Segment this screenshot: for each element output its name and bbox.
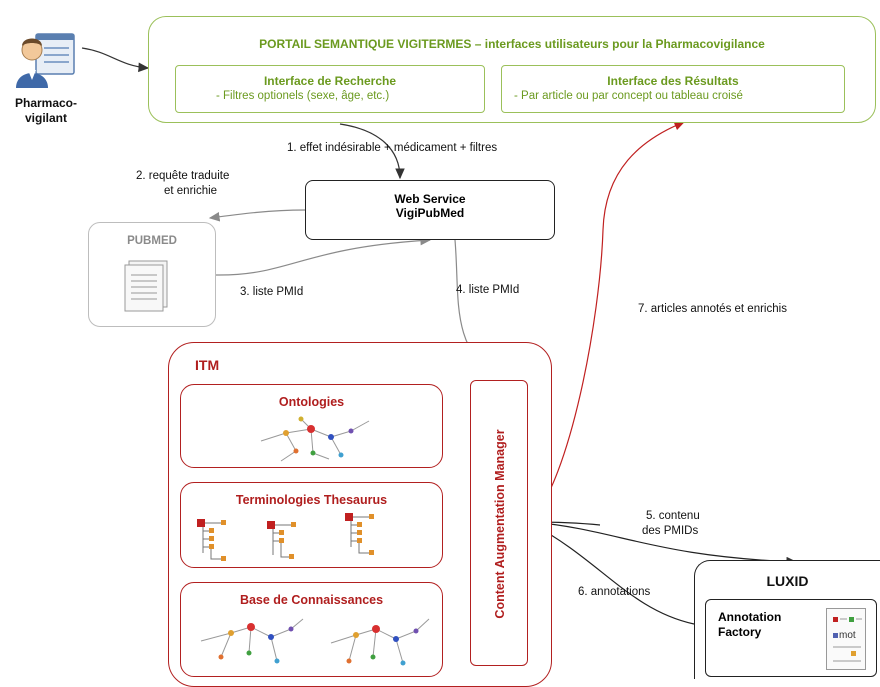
- mot-tag: mot: [839, 630, 856, 641]
- ontologies-title: Ontologies: [278, 395, 345, 409]
- annotation-factory-line2: Factory: [718, 625, 762, 639]
- webservice-line2: VigiPubMed: [395, 206, 465, 220]
- knowledge-base-box[interactable]: Base de Connaissances: [180, 582, 443, 677]
- search-interface-title: Interface de Recherche: [263, 74, 397, 88]
- search-interface-box[interactable]: Interface de Recherche - Filtres optione…: [175, 65, 485, 113]
- luxid-label: LUXID: [766, 573, 809, 589]
- step5-label-line1: 5. contenu: [646, 510, 700, 522]
- user-icon: [14, 28, 76, 90]
- step4-label: 4. liste PMId: [456, 284, 520, 296]
- results-interface-title: Interface des Résultats: [607, 74, 739, 88]
- knowledge-graph-icon: [200, 618, 430, 666]
- ontologies-box[interactable]: Ontologies: [180, 384, 443, 468]
- step3-arrow: [215, 235, 432, 276]
- results-interface-box[interactable]: Interface des Résultats - Par article ou…: [501, 65, 845, 113]
- webservice-box[interactable]: Web Service VigiPubMed: [305, 180, 555, 240]
- documents-icon: [124, 260, 168, 312]
- step2-label-line2: et enrichie: [164, 185, 218, 197]
- step2-label-line1: 2. requête traduite: [136, 170, 230, 182]
- step5-label-line2: des PMIDs: [642, 525, 699, 537]
- pubmed-label: PUBMED: [127, 235, 177, 247]
- cam-box[interactable]: Content Augmentation Manager: [470, 380, 528, 666]
- user-label: Pharmaco- vigilant: [14, 96, 78, 125]
- terminologies-box[interactable]: Terminologies Thesaurus: [180, 482, 443, 568]
- ontology-graph-icon: [260, 416, 370, 462]
- step5-arrow: [531, 521, 798, 567]
- annotation-factory-line1: Annotation: [718, 610, 782, 624]
- portal-title: PORTAIL SEMANTIQUE VIGITERMES – interfac…: [259, 37, 765, 51]
- terminologies-title: Terminologies Thesaurus: [235, 493, 388, 507]
- results-interface-sub: - Par article ou par concept ou tableau …: [514, 90, 743, 102]
- annotation-factory-box[interactable]: Annotation Factory mot: [705, 599, 877, 677]
- tree-hierarchy-icon: [197, 513, 374, 561]
- cam-label: Content Augmentation Manager: [493, 429, 507, 619]
- annotated-document-icon: mot: [826, 608, 866, 670]
- luxid-box[interactable]: LUXID Annotation Factory mot: [694, 560, 880, 679]
- portal-box: PORTAIL SEMANTIQUE VIGITERMES – interfac…: [148, 16, 876, 123]
- step7-arrow: [529, 121, 686, 523]
- step6-label: 6. annotations: [578, 586, 651, 598]
- user-to-portal-arrow: [81, 47, 150, 73]
- webservice-line1: Web Service: [394, 192, 466, 206]
- knowledge-base-title: Base de Connaissances: [239, 593, 384, 607]
- search-interface-sub: - Filtres optionels (sexe, âge, etc.): [216, 90, 390, 102]
- step1-label: 1. effet indésirable + médicament + filt…: [287, 142, 498, 154]
- step6-arrow: [531, 523, 695, 625]
- pubmed-box[interactable]: PUBMED: [88, 222, 216, 327]
- step3-label: 3. liste PMId: [240, 286, 304, 298]
- step2-arrow: [208, 209, 306, 222]
- itm-label: ITM: [195, 357, 220, 373]
- step7-label: 7. articles annotés et enrichis: [638, 303, 787, 315]
- step1-arrow: [339, 123, 405, 180]
